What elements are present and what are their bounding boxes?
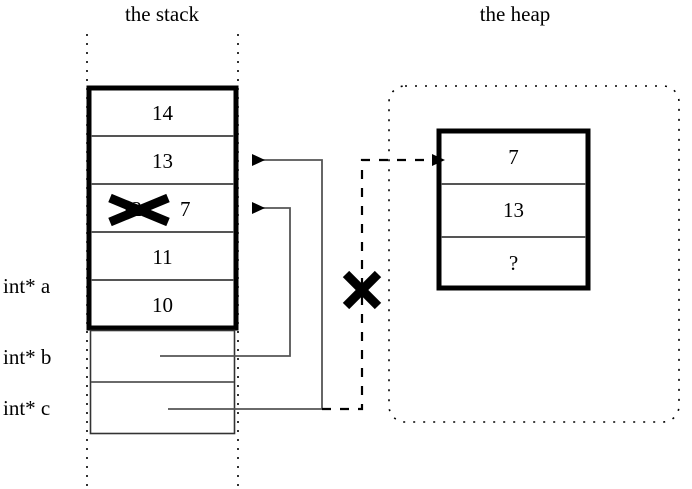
stack-cell-value-1: 13 <box>152 149 173 173</box>
heap-title: the heap <box>479 2 551 26</box>
stack-cell-value-3: 11 <box>152 245 173 269</box>
stack-cell-value-0: 14 <box>152 101 173 125</box>
edge-c-to-heap-dangling <box>322 154 445 411</box>
heap-cell-value-1: 13 <box>503 198 524 222</box>
stack-cell-value-2-new: 7 <box>180 197 191 221</box>
value-overwritten-cross-icon <box>108 193 170 227</box>
variable-label-a: int* a <box>3 274 51 298</box>
edge-c-to-stack-cell <box>168 154 323 410</box>
heap-region-boundary <box>388 85 680 423</box>
dangling-pointer-cross-icon <box>342 270 382 310</box>
stack-cell-value-2-old: 12 <box>121 197 142 221</box>
heap-cell-value-2: ? <box>508 251 519 275</box>
variable-label-b: int* b <box>3 345 52 369</box>
stack-pointer-box <box>89 329 236 435</box>
stack-title: the stack <box>124 2 200 26</box>
heap-block-box <box>436 128 591 291</box>
edge-b-to-stack-cell <box>160 202 291 357</box>
variable-label-c: int* c <box>3 396 51 420</box>
stack-cell-value-4: 10 <box>152 293 173 317</box>
stack-region-boundary <box>86 34 239 489</box>
heap-cell-value-0: 7 <box>508 145 519 169</box>
stack-frame-box <box>86 85 239 331</box>
